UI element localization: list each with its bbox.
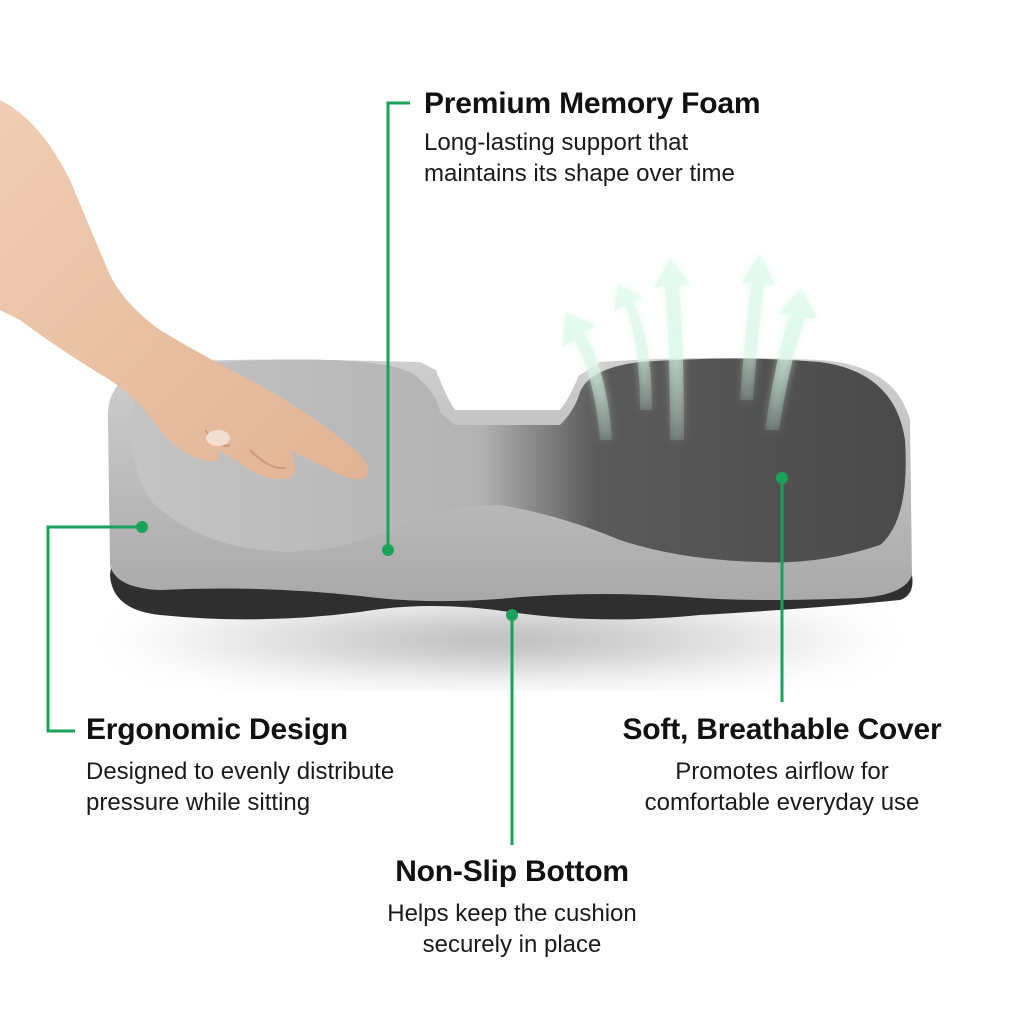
callout-desc-line: Designed to evenly distribute (86, 758, 395, 785)
callout-desc-line: comfortable everyday use (644, 789, 920, 816)
callout-desc-line: maintains its shape over time (424, 160, 735, 187)
callout-ergonomic-design: Ergonomic Design Designed to evenly dist… (86, 712, 394, 818)
airflow-arrow-icon (563, 254, 817, 440)
callout-desc-line: Helps keep the cushion (387, 900, 637, 927)
callout-title: Non-Slip Bottom (395, 855, 629, 888)
callout-soft-breathable-cover: Soft, Breathable Cover Promotes airflow … (582, 712, 982, 818)
leader-lines (46, 101, 784, 845)
leader-premium-memory-foam (386, 101, 410, 550)
cushion-top-surface (129, 358, 906, 563)
callout-desc-line: securely in place (422, 931, 602, 958)
callout-premium-memory-foam: Premium Memory Foam Long-lasting support… (424, 86, 760, 189)
callout-desc-line: Long-lasting support that (424, 129, 689, 156)
callout-title: Premium Memory Foam (424, 87, 761, 120)
callout-title: Soft, Breathable Cover (622, 713, 942, 746)
callout-title: Ergonomic Design (86, 713, 348, 746)
callout-desc-line: pressure while sitting (86, 789, 311, 816)
cushion-shadow (100, 598, 900, 682)
callout-non-slip-bottom: Non-Slip Bottom Helps keep the cushion s… (312, 854, 712, 960)
callout-desc-line: Promotes airflow for (675, 758, 889, 785)
hand (0, 100, 369, 479)
leader-ergonomic-design (46, 525, 142, 733)
coccyx-cutout (432, 360, 585, 410)
callout-dots (136, 472, 788, 621)
